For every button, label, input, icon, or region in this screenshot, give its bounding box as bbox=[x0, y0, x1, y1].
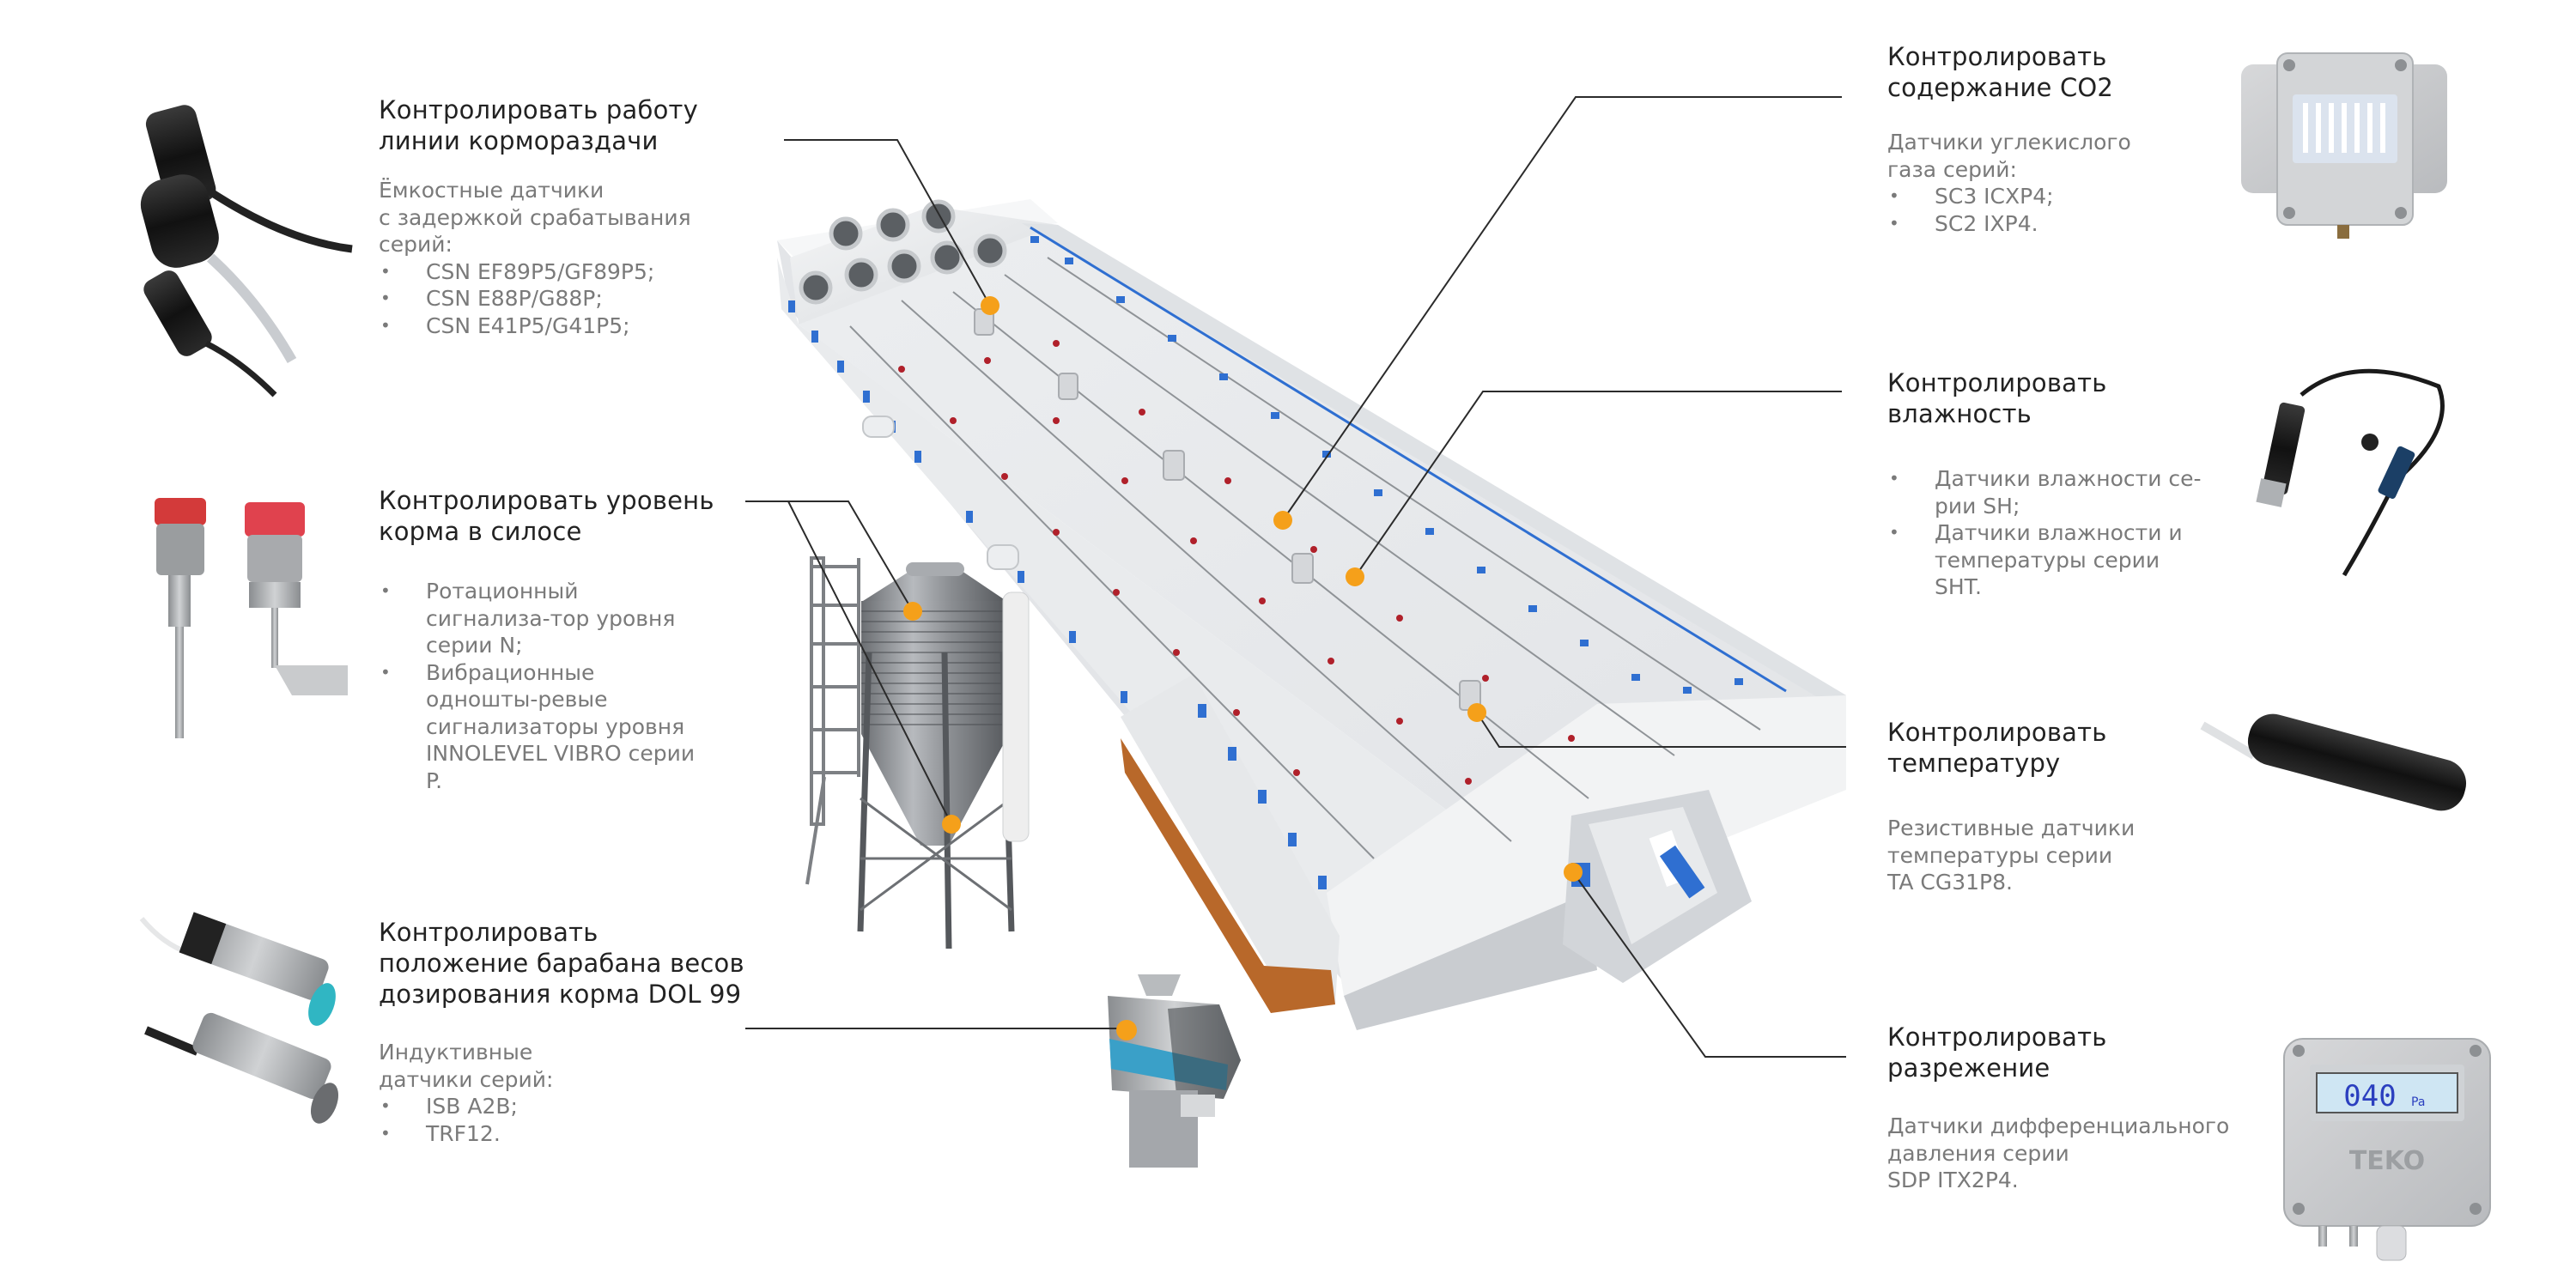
marker-humidity[interactable] bbox=[1346, 567, 1364, 586]
marker-pressure[interactable] bbox=[1564, 863, 1583, 882]
series-list: SC3 ICXP4; SC2 IXP4. bbox=[1887, 183, 2214, 237]
block-description: Резистивные датчики температуры серии TA… bbox=[1887, 816, 2136, 895]
block-humidity: Контролировать влажность Датчики влажнос… bbox=[1887, 367, 2231, 601]
list-item: CSN EF89P5/GF89P5; bbox=[379, 258, 756, 286]
pressure-sensor-image: 040 Pa TEKO bbox=[2283, 1038, 2491, 1261]
block-title: Контролировать разрежение bbox=[1887, 1022, 2107, 1083]
list-item: Ротационный сигнализа-тор уровня серии N… bbox=[379, 578, 705, 659]
series-list: Ротационный сигнализа-тор уровня серии N… bbox=[379, 578, 705, 794]
marker-feeding-line[interactable] bbox=[981, 296, 999, 315]
barn-model bbox=[777, 199, 1846, 1030]
feeder-hoppers bbox=[974, 308, 1481, 711]
block-title: Контролировать уровень корма в силосе bbox=[379, 486, 714, 546]
leader-humidity bbox=[1354, 391, 1842, 578]
block-pressure: Контролировать разрежение Датчики диффер… bbox=[1887, 1022, 2265, 1194]
block-silo-level: Контролировать уровень корма в силосе Ро… bbox=[379, 485, 756, 794]
block-title: Контролировать положение барабана весов … bbox=[379, 918, 744, 1009]
series-list: ISB A2B; TRF12. bbox=[379, 1093, 791, 1147]
leader-co2 bbox=[1282, 96, 1842, 521]
humidity-sensor-image bbox=[2256, 368, 2445, 577]
block-title: Контролировать работу линии кормораздачи bbox=[379, 95, 698, 155]
capacitive-sensors-image bbox=[140, 105, 353, 397]
leader-feeding-line bbox=[784, 139, 991, 306]
block-feeding-line: Контролировать работу линии кормораздачи… bbox=[379, 94, 756, 339]
list-item: Датчики влажности се-рии SH; bbox=[1887, 465, 2205, 519]
leader-pressure bbox=[1572, 871, 1846, 1058]
marker-silo-bottom[interactable] bbox=[942, 815, 961, 834]
list-item: SC3 ICXP4; bbox=[1887, 183, 2214, 210]
list-item: ISB A2B; bbox=[379, 1093, 791, 1120]
leader-temperature bbox=[1476, 712, 1846, 748]
block-description: Ёмкостные датчики с задержкой срабатыван… bbox=[379, 177, 756, 339]
block-dosing-drum: Контролировать положение барабана весов … bbox=[379, 917, 791, 1147]
block-description: Датчики влажности се-рии SH; Датчики вла… bbox=[1887, 465, 2231, 601]
level-switches-image bbox=[155, 498, 348, 738]
exhaust-fans bbox=[799, 199, 1007, 305]
block-description: Датчики углекислого газа серий: SC3 ICXP… bbox=[1887, 129, 2214, 237]
leader-lines bbox=[745, 96, 1846, 1058]
marker-temperature[interactable] bbox=[1467, 703, 1486, 722]
temperature-sensor-image bbox=[2200, 713, 2467, 811]
inductive-sensors-image bbox=[139, 912, 339, 1124]
block-title: Контролировать содержание CO2 bbox=[1887, 42, 2114, 102]
series-list: CSN EF89P5/GF89P5; CSN E88P/G88P; CSN E4… bbox=[379, 258, 756, 340]
list-item: Датчики влажности и температуры серии SH… bbox=[1887, 519, 2205, 601]
block-description: Индуктивные датчики серий: ISB A2B; TRF1… bbox=[379, 1039, 791, 1147]
list-item: CSN E41P5/G41P5; bbox=[379, 312, 756, 340]
feed-silo bbox=[805, 556, 1030, 949]
co2-sensor-image bbox=[2241, 52, 2447, 239]
series-list: Датчики влажности се-рии SH; Датчики вла… bbox=[1887, 465, 2205, 601]
block-description: Ротационный сигнализа-тор уровня серии N… bbox=[379, 578, 756, 794]
block-description: Датчики дифференциального давления серии… bbox=[1887, 1113, 2230, 1192]
marker-silo-top[interactable] bbox=[903, 602, 922, 621]
list-item: Вибрационные одношты-ревые сигнализаторы… bbox=[379, 659, 705, 795]
block-title: Контролировать температуру bbox=[1887, 718, 2107, 778]
block-title: Контролировать влажность bbox=[1887, 368, 2107, 428]
sensor-markers bbox=[903, 296, 1583, 1040]
marker-doser[interactable] bbox=[1116, 1020, 1137, 1040]
list-item: SC2 IXP4. bbox=[1887, 210, 2214, 238]
brand-logo: TEKO bbox=[2349, 1146, 2425, 1176]
dosing-scale-dol99 bbox=[1108, 974, 1241, 1168]
block-co2: Контролировать содержание CO2 Датчики уг… bbox=[1887, 41, 2214, 237]
leader-silo-top bbox=[745, 500, 914, 612]
list-item: TRF12. bbox=[379, 1120, 791, 1148]
pressure-lcd-value: 040 bbox=[2343, 1079, 2396, 1113]
list-item: CSN E88P/G88P; bbox=[379, 285, 756, 312]
leader-silo-bottom bbox=[787, 500, 952, 825]
block-temperature: Контролировать температуру Резистивные д… bbox=[1887, 717, 2214, 896]
pressure-lcd-unit: Pa bbox=[2411, 1095, 2425, 1109]
marker-co2[interactable] bbox=[1273, 511, 1292, 530]
